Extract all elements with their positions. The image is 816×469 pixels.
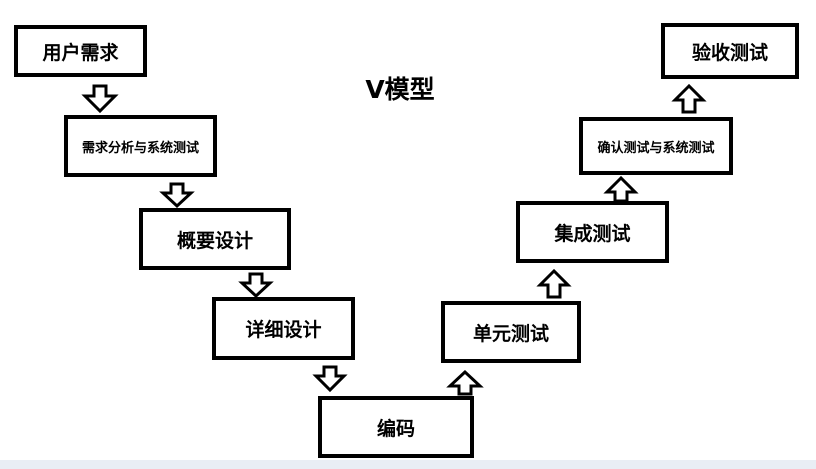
step-coding: 编码: [318, 396, 474, 458]
step-outline-design: 概要设计: [139, 208, 291, 270]
step-acceptance-test: 验收测试: [661, 23, 799, 79]
arrow-up-4: [671, 83, 707, 114]
step-label: 详细设计: [245, 319, 322, 341]
step-label: 用户需求: [42, 41, 119, 64]
arrow-down-4: [312, 365, 348, 393]
step-label: 单元测试: [472, 322, 549, 345]
arrow-up-1: [446, 369, 484, 396]
arrow-down-2: [159, 182, 195, 209]
arrow-up-2: [536, 268, 572, 299]
step-label: 概要设计: [176, 229, 253, 252]
arrow-down-1: [81, 84, 119, 114]
step-detailed-design: 详细设计: [212, 297, 355, 360]
step-label: 需求分析与系统测试: [81, 140, 199, 156]
diagram-title: V模型: [365, 75, 435, 104]
step-requirements-analysis: 需求分析与系统测试: [64, 115, 217, 177]
step-user-requirements: 用户需求: [14, 25, 147, 77]
step-integration-test: 集成测试: [516, 201, 669, 263]
step-label: 集成测试: [554, 222, 631, 245]
step-confirm-test: 确认测试与系统测试: [579, 117, 733, 175]
arrow-down-3: [238, 272, 274, 299]
bottom-strip: [0, 460, 816, 469]
step-label: 验收测试: [691, 41, 768, 64]
step-label: 确认测试与系统测试: [597, 140, 715, 156]
step-unit-test: 单元测试: [441, 301, 581, 363]
step-label: 编码: [376, 417, 415, 440]
arrow-up-3: [603, 175, 639, 203]
